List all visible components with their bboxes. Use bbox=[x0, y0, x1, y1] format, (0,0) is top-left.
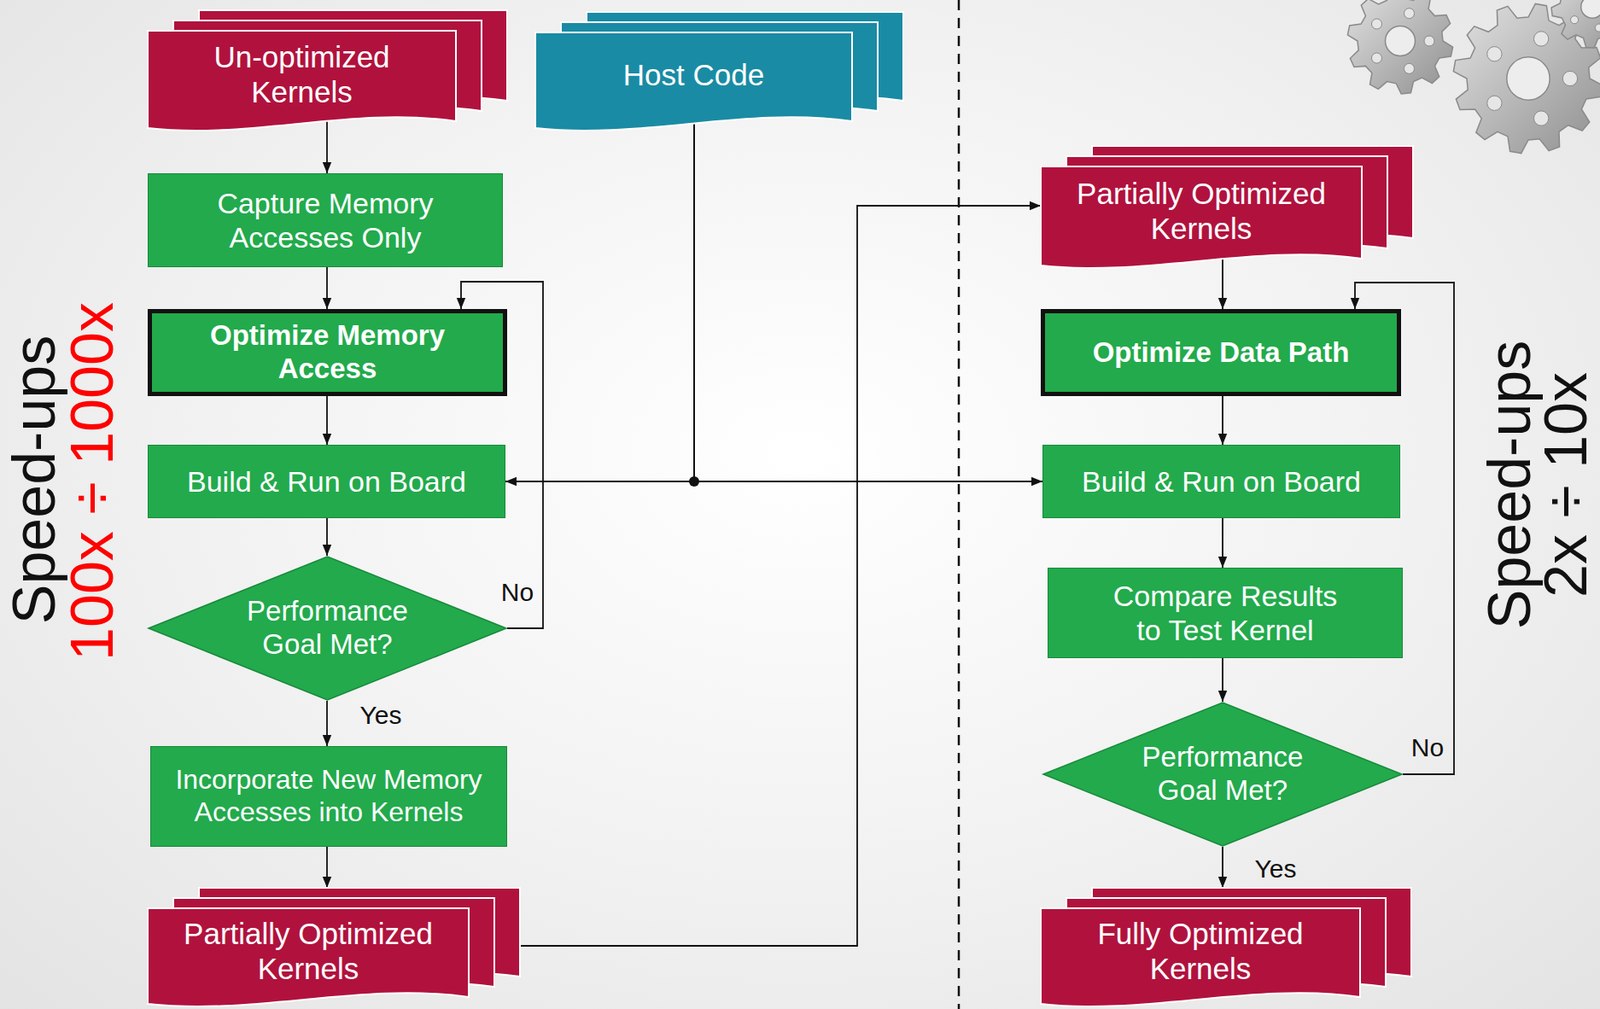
text-area: Partially Optimized Kernels bbox=[152, 910, 464, 993]
document-layer bbox=[147, 30, 456, 131]
document-layer bbox=[1040, 166, 1362, 269]
connector-arrow bbox=[326, 700, 328, 747]
connector-arrow bbox=[1221, 396, 1224, 445]
connector-arrow bbox=[326, 121, 328, 174]
node-text: Partially Optimized Kernels bbox=[167, 916, 450, 987]
gear-shape bbox=[1347, 0, 1453, 94]
connector-arrow bbox=[1221, 518, 1224, 568]
gear-hole bbox=[1506, 57, 1550, 100]
node-text: Partially Optimized Kernels bbox=[1060, 175, 1343, 247]
gear-shape bbox=[1551, 0, 1600, 48]
node-text: Compare Results to Test Kernel bbox=[1105, 578, 1345, 648]
gear-hole bbox=[1570, 16, 1579, 24]
edge-label: Yes bbox=[1255, 856, 1297, 882]
text-area: Incorporate New Memory Accesses into Ker… bbox=[151, 747, 507, 847]
gear-hole bbox=[1594, 23, 1600, 32]
node-text: Optimize Memory Access bbox=[158, 319, 497, 386]
text-area: Compare Results to Test Kernel bbox=[1048, 568, 1402, 658]
document-stack: Host Code bbox=[535, 11, 904, 129]
connector-arrow bbox=[505, 122, 695, 482]
document-layer bbox=[147, 908, 469, 1007]
gear-hole bbox=[1371, 18, 1382, 30]
text-area: Optimize Data Path bbox=[1045, 313, 1397, 392]
connector-arrow bbox=[1221, 258, 1224, 310]
process-box: Incorporate New Memory Accesses into Ker… bbox=[150, 746, 508, 847]
gear-hole bbox=[1385, 26, 1416, 57]
text-area: Performance Goal Met? bbox=[1114, 730, 1331, 818]
process-box: Build & Run on Board bbox=[1042, 444, 1401, 519]
document-stack: Fully Optimized Kernels bbox=[1040, 887, 1412, 1005]
edge-label: Yes bbox=[360, 702, 403, 729]
gear-icon bbox=[1347, 0, 1600, 154]
gear-hole bbox=[1533, 31, 1548, 47]
node-text: Fully Optimized Kernels bbox=[1076, 916, 1325, 987]
document-stack: Un-optimized Kernels bbox=[147, 10, 508, 129]
node-text: Un-optimized Kernels bbox=[195, 39, 409, 111]
gear-hole bbox=[1487, 46, 1502, 62]
side-label: 100x ÷ 1000x bbox=[62, 302, 123, 661]
gear-hole bbox=[1581, 0, 1600, 18]
document-stack: Partially Optimized Kernels bbox=[147, 887, 520, 1005]
process-box: Optimize Memory Access bbox=[147, 309, 508, 397]
divider-line bbox=[957, 0, 961, 1009]
gear-hole bbox=[1404, 63, 1415, 74]
connector-arrow bbox=[326, 267, 328, 310]
gear-hole bbox=[1424, 35, 1435, 47]
text-area: Build & Run on Board bbox=[1043, 445, 1400, 518]
node-text: Build & Run on Board bbox=[1081, 464, 1361, 499]
process-box: Compare Results to Test Kernel bbox=[1047, 567, 1403, 659]
diamond-fill bbox=[1043, 702, 1402, 847]
gear-hole bbox=[1487, 95, 1502, 111]
node-text: Performance Goal Met? bbox=[220, 595, 434, 662]
edge-label: No bbox=[1411, 735, 1444, 761]
connector-arrow bbox=[326, 396, 328, 445]
text-area: Partially Optimized Kernels bbox=[1045, 168, 1357, 254]
node-text: Optimize Data Path bbox=[1092, 336, 1350, 370]
gear-hole bbox=[1371, 52, 1382, 64]
connector-arrow bbox=[326, 846, 328, 888]
node-text: Build & Run on Board bbox=[186, 464, 467, 499]
connector-arrow bbox=[519, 205, 1041, 946]
connector-arrow bbox=[1221, 846, 1224, 888]
side-label: Speed-ups bbox=[4, 335, 65, 625]
connector-arrow bbox=[326, 518, 328, 556]
node-text: Performance Goal Met? bbox=[1115, 741, 1330, 808]
text-area: Capture Memory Accesses Only bbox=[148, 174, 503, 267]
connector-arrow bbox=[694, 122, 1043, 482]
text-area: Optimize Memory Access bbox=[151, 313, 503, 392]
decision-diamond: Performance Goal Met? bbox=[147, 555, 508, 701]
document-stack: Partially Optimized Kernels bbox=[1040, 145, 1414, 266]
connector-arrow bbox=[1221, 658, 1224, 702]
text-area: Un-optimized Kernels bbox=[152, 32, 451, 117]
diamond-fill bbox=[148, 556, 507, 701]
text-area: Performance Goal Met? bbox=[219, 584, 436, 672]
text-area: Host Code bbox=[540, 34, 847, 117]
process-box: Capture Memory Accesses Only bbox=[147, 173, 503, 268]
text-area: Build & Run on Board bbox=[148, 445, 505, 518]
node-text: Capture Memory Accesses Only bbox=[188, 186, 462, 255]
process-box: Build & Run on Board bbox=[147, 444, 506, 519]
process-box: Optimize Data Path bbox=[1040, 309, 1402, 397]
edge-label: No bbox=[501, 579, 534, 606]
side-label: Speed-ups bbox=[1479, 340, 1540, 631]
gear-hole bbox=[1533, 110, 1548, 126]
node-text: Host Code bbox=[623, 57, 765, 93]
document-layer bbox=[535, 32, 853, 131]
text-area: Fully Optimized Kernels bbox=[1045, 910, 1355, 993]
node-text: Incorporate New Memory Accesses into Ker… bbox=[157, 764, 500, 830]
gear-hole bbox=[1562, 70, 1577, 86]
side-label: 2x ÷ 10x bbox=[1535, 372, 1596, 598]
gear-hole bbox=[1404, 8, 1415, 19]
decision-diamond: Performance Goal Met? bbox=[1042, 701, 1403, 847]
document-layer bbox=[1040, 908, 1361, 1007]
